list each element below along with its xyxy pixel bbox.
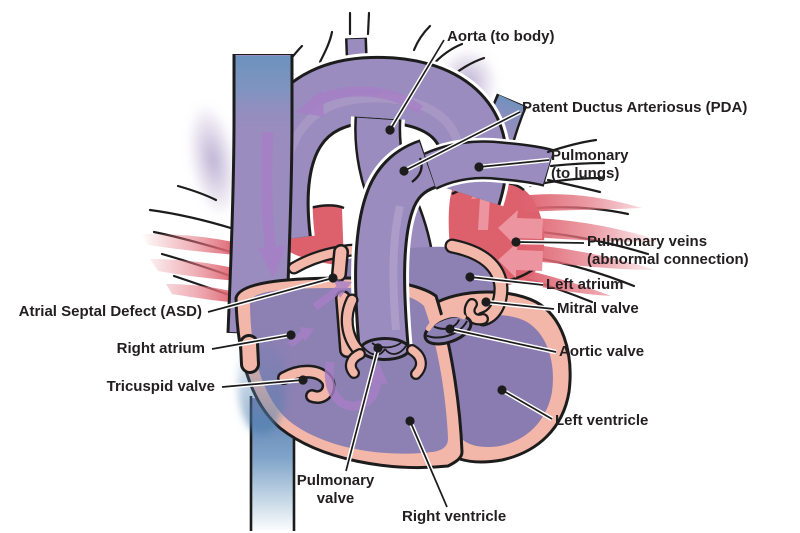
label-pulmonary-valve: Pulmonary valve	[296, 472, 375, 507]
label-left-ventricle: Left ventricle	[555, 412, 649, 429]
label-aorta: Aorta (to body)	[447, 28, 555, 45]
label-pulmonary-artery: Pulmonary (to lungs)	[551, 147, 629, 182]
pulmonary-trunk	[351, 136, 439, 355]
blood-flow-purple-arrows	[258, 86, 423, 411]
label-mitral-valve: Mitral valve	[557, 300, 639, 317]
mitral-valve	[444, 238, 509, 327]
label-aortic-valve: Aortic valve	[559, 343, 645, 360]
label-right-atrium: Right atrium	[116, 340, 205, 357]
pulmonary-veins-left-streaks	[142, 233, 239, 303]
label-patent-ductus-arteriosus: Patent Ductus Arteriosus (PDA)	[522, 99, 748, 116]
leader-lines	[207, 38, 585, 508]
label-atrial-septal-defect: Atrial Septal Defect (ASD)	[18, 303, 202, 320]
label-tricuspid-valve: Tricuspid valve	[106, 378, 215, 395]
label-left-atrium: Left atrium	[546, 276, 624, 293]
pulmonary-valve	[340, 293, 427, 380]
label-pulmonary-veins: Pulmonary veins (abnormal connection)	[587, 233, 749, 268]
label-right-ventricle: Right ventricle	[402, 508, 507, 525]
